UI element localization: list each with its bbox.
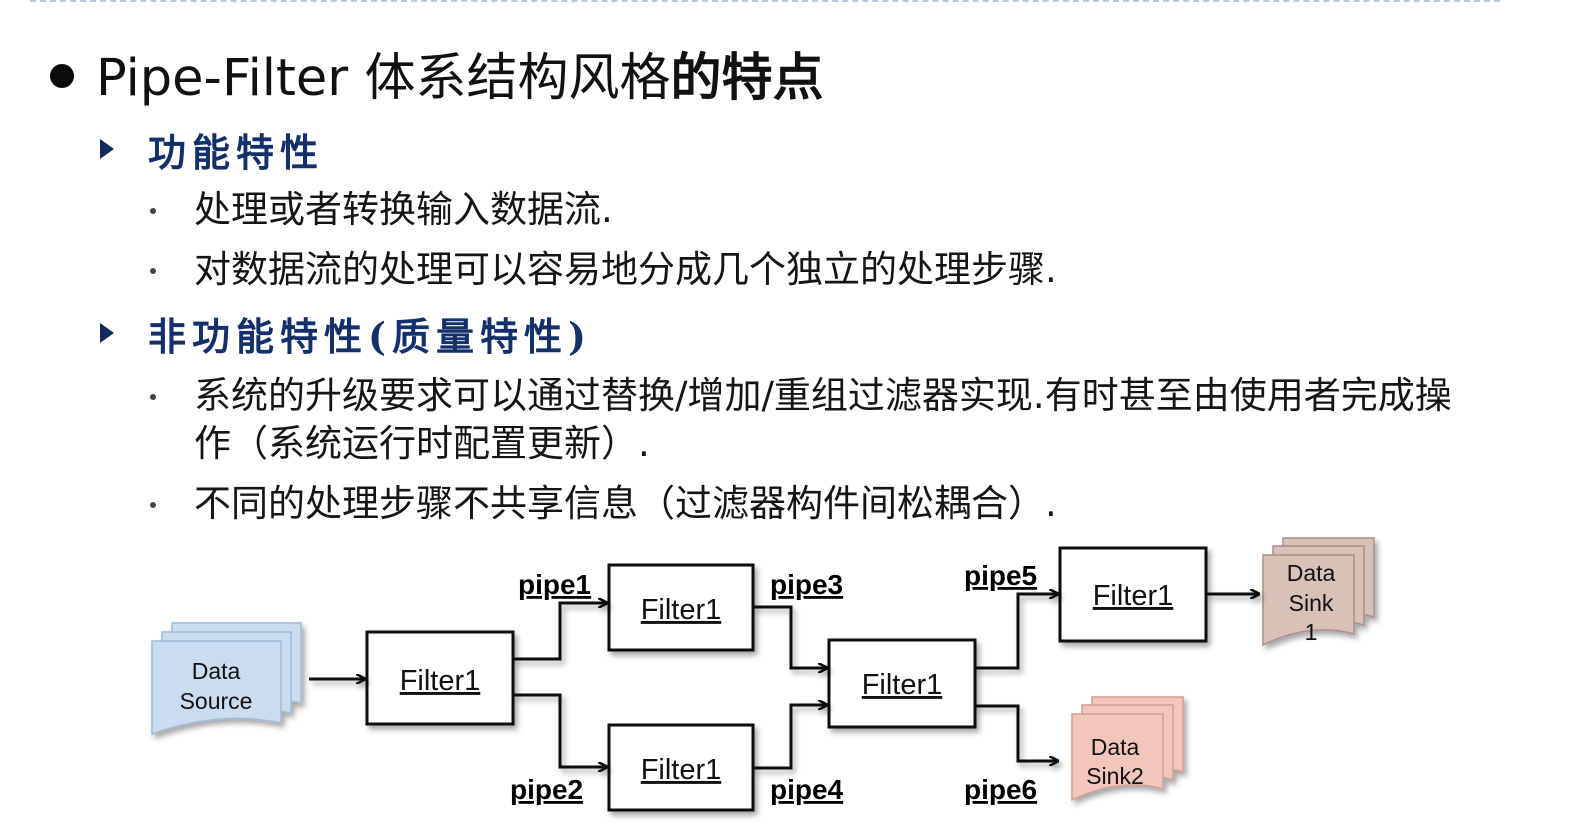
pipe-label: pipe6 — [964, 774, 1037, 805]
list-item: 处理或者转换输入数据流. — [150, 186, 613, 234]
section-heading: 功能特性 — [148, 129, 325, 175]
data-source-label-line1: Data — [192, 658, 241, 684]
pipe-label: pipe1 — [518, 569, 591, 600]
data-sink2-label-line2: Sink2 — [1086, 763, 1144, 789]
filter-label: Filter1 — [641, 754, 722, 786]
triangle-bullet-icon — [100, 323, 114, 343]
data-sink2-doc — [1071, 696, 1184, 802]
dot-bullet-icon — [150, 268, 156, 274]
list-item-text: 对数据流的处理可以容易地分成几个独立的处理步骤. — [194, 248, 1057, 291]
pipe6-arrow — [975, 704, 1058, 761]
filter-label: Filter1 — [400, 665, 481, 697]
pipe-label: pipe5 — [964, 560, 1037, 591]
list-item-text: 不同的处理步骤不共享信息（过滤器构件间松耦合）. — [194, 482, 1057, 525]
data-sink1-doc — [1262, 537, 1375, 647]
filter-label: Filter1 — [1093, 580, 1174, 612]
filter-box-upper — [607, 563, 755, 652]
title-text: Pipe-Filter 体系结构风格的特点 — [96, 36, 824, 110]
dot-bullet-icon — [150, 394, 156, 400]
data-sink1-label-line1: Data — [1287, 560, 1336, 586]
filter-label: Filter1 — [862, 669, 943, 701]
title-prefix: Pipe-Filter 体系结构风格 — [96, 49, 671, 108]
pipe3-arrow — [753, 605, 827, 668]
title-emphasis: 的特点 — [670, 49, 824, 108]
list-item: 系统的升级要求可以通过替换/增加/重组过滤器实现.有时甚至由使用者完成操作（系统… — [150, 372, 1480, 468]
data-sink1-label-line3: 1 — [1305, 619, 1318, 645]
pipe-connectors — [309, 594, 1259, 768]
slide-title: Pipe-Filter 体系结构风格的特点 — [50, 38, 824, 108]
pipe5-arrow — [975, 594, 1058, 670]
filter-box-main — [365, 630, 515, 726]
list-item-text: 处理或者转换输入数据流. — [194, 188, 613, 231]
list-item-text: 系统的升级要求可以通过替换/增加/重组过滤器实现.有时甚至由使用者完成操作（系统… — [194, 374, 1452, 465]
list-item: 不同的处理步骤不共享信息（过滤器构件间松耦合）. — [150, 480, 1057, 528]
data-source-label-line2: Source — [180, 688, 253, 714]
section-nonfunctional: 非功能特性(质量特性) — [100, 308, 592, 359]
pipe-label: pipe4 — [770, 774, 844, 805]
filter-box-right — [1058, 546, 1208, 643]
pipe2-arrow — [513, 693, 607, 767]
data-sink1-label-line2: Sink — [1289, 590, 1334, 616]
section-functional: 功能特性 — [100, 124, 325, 175]
pipe-label: pipe2 — [510, 774, 583, 805]
pipe4-arrow — [753, 705, 827, 770]
pipe1-arrow — [513, 603, 607, 661]
list-item: 对数据流的处理可以容易地分成几个独立的处理步骤. — [150, 246, 1057, 294]
pipe-label: pipe3 — [770, 569, 843, 600]
data-sink2-label-line1: Data — [1091, 734, 1140, 760]
filter-label: Filter1 — [641, 594, 722, 626]
top-dashed-rule — [30, 0, 1500, 2]
triangle-bullet-icon — [100, 139, 114, 159]
title-bullet-icon — [50, 64, 74, 88]
data-source-doc — [151, 622, 302, 736]
dot-bullet-icon — [150, 502, 156, 508]
section-heading: 非功能特性(质量特性) — [148, 313, 592, 359]
filter-box-merge — [827, 638, 977, 729]
dot-bullet-icon — [150, 208, 156, 214]
